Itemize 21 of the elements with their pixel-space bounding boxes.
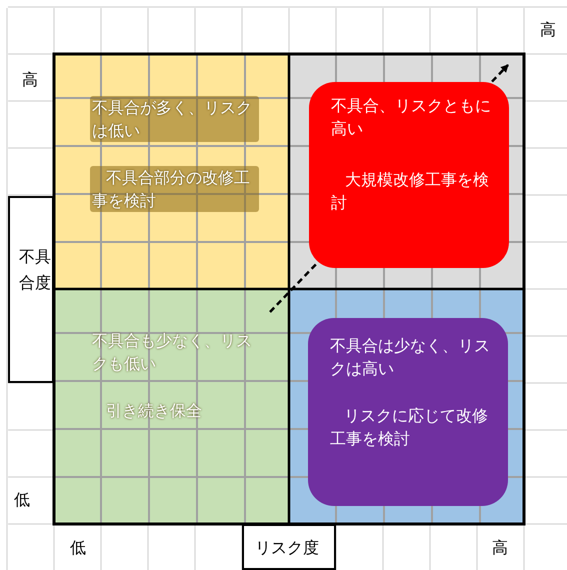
axis-title: 不具合度 <box>19 246 52 294</box>
quadrant-panel <box>54 54 289 289</box>
axis-level-label: 高 <box>492 538 508 559</box>
axis-title-box <box>8 196 54 383</box>
axis-level-label: 高 <box>540 20 556 41</box>
rounded-box <box>308 318 508 506</box>
quadrant-text: 不具合部分の改修工事を検討 <box>90 166 259 212</box>
rounded-box <box>309 82 509 268</box>
box-text: 不具合、リスクともに高い <box>331 95 491 140</box>
axis-level-label: 低 <box>70 538 86 559</box>
axis-level-label: 高 <box>22 70 38 91</box>
quadrant-text: 不具合が多く、リスクは低い <box>90 96 259 142</box>
axis-title-box <box>242 524 336 570</box>
box-text: リスクに応じて改修工事を検討 <box>330 405 489 450</box>
box-text: 不具合は少なく、リスクは高い <box>330 335 490 380</box>
axis-level-label: 低 <box>14 490 30 511</box>
box-text: 大規模改修工事を検討 <box>331 169 490 214</box>
quadrant-panel <box>289 54 524 289</box>
quadrant-panel <box>289 289 524 524</box>
quadrant-panel <box>54 289 289 524</box>
axis-title: リスク度 <box>255 537 320 559</box>
